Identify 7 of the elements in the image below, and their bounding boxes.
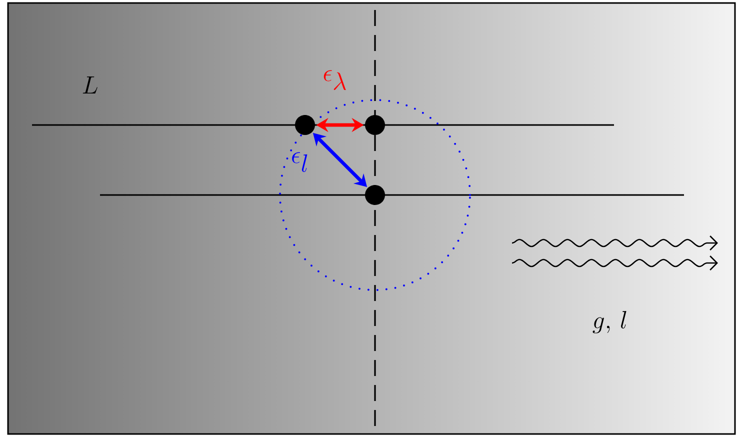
dot <box>295 115 315 135</box>
math-label: $L$ <box>82 76 98 94</box>
edge-label: $\epsilon_l$ <box>292 152 308 172</box>
math-label: $g,\, l$ <box>592 310 626 334</box>
edge-label: $\epsilon_\lambda$ <box>324 70 346 90</box>
dot <box>365 185 385 205</box>
dot <box>365 115 385 135</box>
